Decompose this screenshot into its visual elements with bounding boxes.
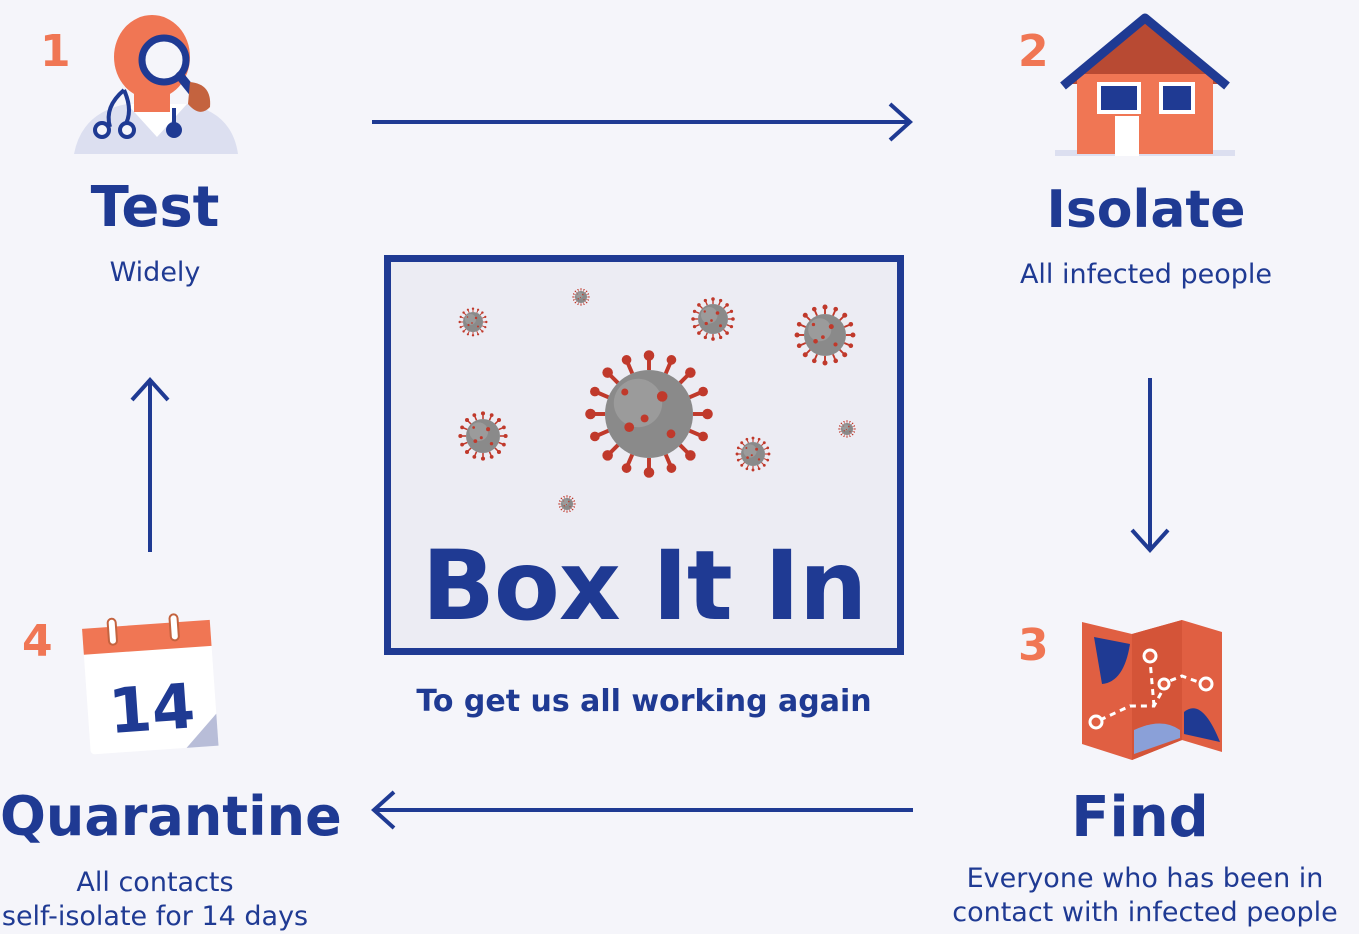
step-2-description: All infected people bbox=[1019, 259, 1273, 290]
center-tagline: To get us all working again bbox=[416, 684, 872, 719]
step-3-title: Find bbox=[1071, 785, 1209, 850]
step-1-number: 1 bbox=[40, 26, 71, 77]
step-4-description-line-2: self-isolate for 14 days bbox=[1, 901, 309, 932]
step-3-number: 3 bbox=[1018, 620, 1049, 671]
step-4-description: All contacts self-isolate for 14 days bbox=[0, 866, 310, 934]
arrow-left-icon bbox=[371, 790, 913, 830]
step-3-description-line-2: contact with infected people bbox=[952, 897, 1338, 928]
arrow-down-icon bbox=[1130, 378, 1170, 553]
step-3-description-line-1: Everyone who has been in bbox=[966, 863, 1324, 894]
step-3-description: Everyone who has been in contact with in… bbox=[930, 862, 1359, 930]
doctor-magnifier-icon bbox=[74, 15, 238, 154]
arrow-up-icon bbox=[130, 377, 170, 552]
calendar-day-number: 14 bbox=[106, 669, 197, 748]
step-1-title: Test bbox=[90, 175, 220, 240]
box-it-in-title: Box It In bbox=[421, 530, 868, 642]
arrow-right-icon bbox=[372, 102, 913, 142]
step-2-number: 2 bbox=[1018, 26, 1049, 77]
center-box: Box It In bbox=[384, 255, 904, 655]
house-icon bbox=[1055, 13, 1235, 156]
step-1-description: Widely bbox=[109, 257, 201, 288]
step-2-title: Isolate bbox=[1046, 180, 1246, 240]
step-4-title: Quarantine bbox=[0, 785, 342, 848]
calendar-icon: 14 bbox=[82, 613, 219, 755]
step-4-number: 4 bbox=[22, 616, 53, 667]
step-4-description-line-1: All contacts bbox=[76, 867, 234, 898]
map-icon bbox=[1082, 620, 1222, 760]
